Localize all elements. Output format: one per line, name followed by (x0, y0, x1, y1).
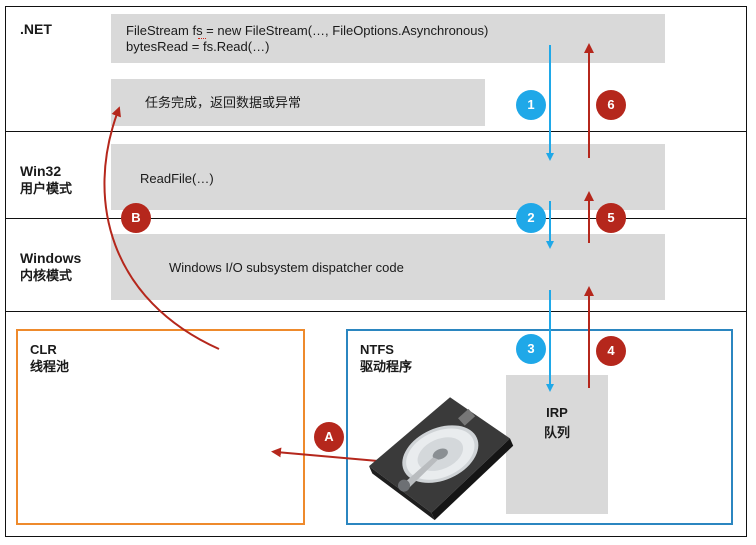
hard-disk-drive-icon (369, 397, 514, 521)
layer-win32-title: Win32 (20, 163, 62, 179)
step-badge-4: 4 (596, 336, 626, 366)
task-complete-box (111, 79, 485, 126)
irp-queue-box: IRP 队列 (506, 375, 608, 514)
step-badge-6: 6 (596, 90, 626, 120)
step-badge-5: 5 (596, 203, 626, 233)
step-badge-3: 3 (516, 334, 546, 364)
step-badge-1: 1 (516, 90, 546, 120)
step-badge-2: 2 (516, 203, 546, 233)
clr-title: CLR (30, 342, 57, 357)
clr-subtitle: 线程池 (30, 359, 70, 374)
irp-subtitle: 队列 (543, 425, 570, 440)
dispatcher-box (111, 234, 665, 300)
layer-divider-windows-drivers (5, 311, 747, 312)
ntfs-driver-container: NTFS 驱动程序 (346, 329, 733, 525)
layer-label-net: .NET (20, 20, 52, 38)
readfile-text: ReadFile(…) (140, 171, 214, 186)
layer-windows-title: Windows (20, 250, 82, 266)
clr-threadpool-container: CLR 线程池 (16, 329, 305, 525)
step-badge-b: B (121, 203, 151, 233)
layer-windows-subtitle: 内核模式 (20, 268, 73, 283)
net-code-line-2: bytesRead = fs.Read(…) (126, 39, 270, 54)
ntfs-title: NTFS (360, 342, 394, 357)
layer-net-title: .NET (20, 21, 52, 37)
diagram-frame (5, 6, 747, 537)
spellcheck-underline (198, 35, 206, 39)
dispatcher-text: Windows I/O subsystem dispatcher code (169, 260, 404, 275)
task-complete-text: 任务完成，返回数据或异常 (145, 95, 302, 110)
ntfs-driver-label: NTFS 驱动程序 (360, 341, 412, 375)
ntfs-subtitle: 驱动程序 (360, 359, 413, 374)
layer-win32-subtitle: 用户模式 (20, 181, 73, 196)
irp-title: IRP (546, 405, 568, 420)
step-badge-a: A (314, 422, 344, 452)
arrow-step-b (103, 106, 220, 350)
arrow-step-a (271, 447, 379, 462)
clr-threadpool-label: CLR 线程池 (30, 341, 69, 375)
readfile-box (111, 144, 665, 210)
layer-divider-win32-windows (5, 218, 747, 219)
layer-label-windows: Windows 内核模式 (20, 249, 81, 285)
layer-label-win32: Win32 用户模式 (20, 162, 72, 198)
net-code-line-1: FileStream fs = new FileStream(…, FileOp… (126, 23, 489, 38)
layer-divider-net-win32 (5, 131, 747, 132)
